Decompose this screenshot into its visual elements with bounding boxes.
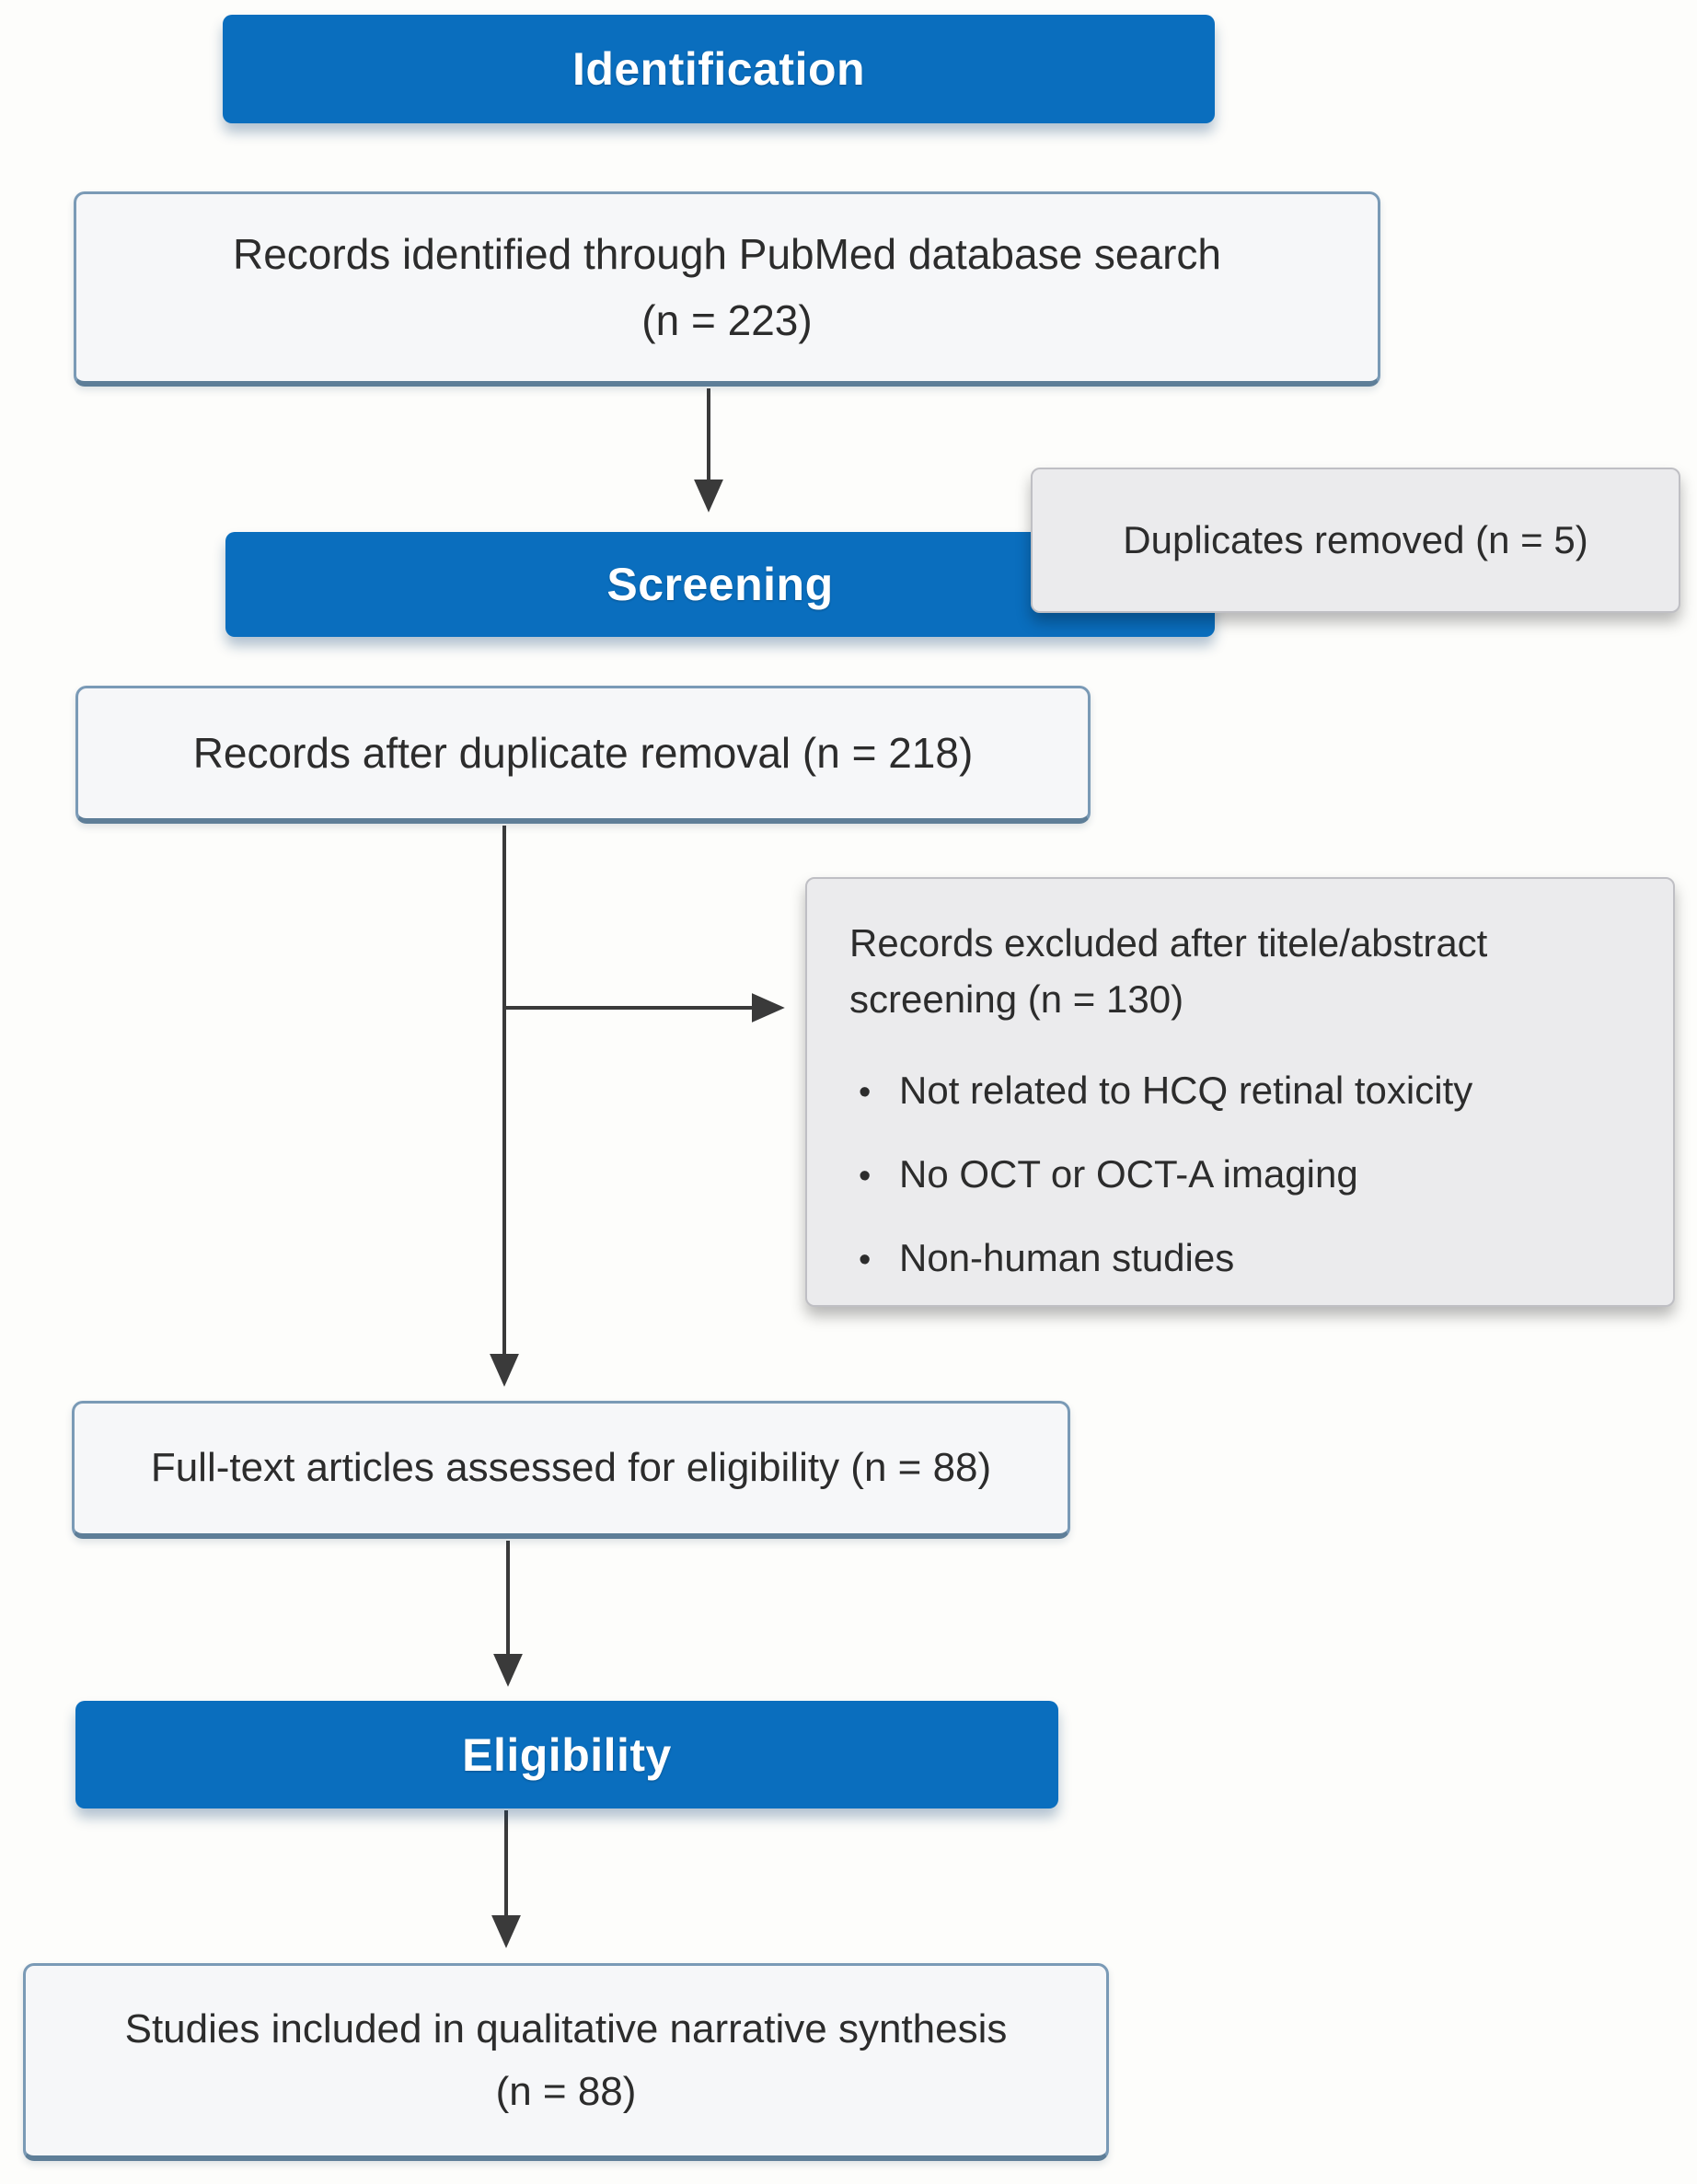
records-after-dedup-box: Records after duplicate removal (n = 218… bbox=[75, 686, 1091, 824]
included-studies-box: Studies included in qualitative narrativ… bbox=[23, 1963, 1109, 2161]
exclusion-reason-list: • Not related to HCQ retinal toxicity • … bbox=[849, 1063, 1631, 1287]
included-studies-text: Studies included in qualitative narrativ… bbox=[124, 2005, 1008, 2051]
stage-header-eligibility: Eligibility bbox=[75, 1701, 1058, 1808]
exclusion-reason-item: • Non-human studies bbox=[859, 1231, 1631, 1287]
records-identified-count: (n = 223) bbox=[641, 295, 813, 344]
records-excluded-title-line1: Records excluded after titele/abstract bbox=[849, 921, 1488, 965]
fulltext-assessed-box: Full-text articles assessed for eligibil… bbox=[72, 1401, 1070, 1539]
records-excluded-title-line2: screening (n = 130) bbox=[849, 976, 1184, 1021]
exclusion-reason-text: Not related to HCQ retinal toxicity bbox=[899, 1068, 1473, 1112]
exclusion-reason-item: • Not related to HCQ retinal toxicity bbox=[859, 1063, 1631, 1119]
stage-label-identification: Identification bbox=[571, 43, 866, 95]
exclusion-reason-text: Non-human studies bbox=[899, 1235, 1235, 1279]
exclusion-reason-text: No OCT or OCT-A imaging bbox=[899, 1151, 1358, 1196]
bullet-icon: • bbox=[859, 1156, 872, 1196]
included-studies-count: (n = 88) bbox=[495, 2069, 637, 2114]
stage-header-identification: Identification bbox=[223, 15, 1215, 123]
stage-label-screening: Screening bbox=[606, 559, 834, 610]
records-identified-box: Records identified through PubMed databa… bbox=[74, 191, 1380, 387]
records-excluded-box: Records excluded after titele/abstract s… bbox=[805, 877, 1675, 1307]
bullet-icon: • bbox=[859, 1240, 872, 1279]
records-identified-text: Records identified through PubMed databa… bbox=[232, 230, 1221, 279]
stage-label-eligibility: Eligibility bbox=[462, 1728, 672, 1781]
duplicates-removed-text: Duplicates removed (n = 5) bbox=[1123, 518, 1588, 561]
records-after-dedup-text: Records after duplicate removal (n = 218… bbox=[192, 728, 974, 777]
bullet-icon: • bbox=[859, 1072, 872, 1112]
fulltext-assessed-text: Full-text articles assessed for eligibil… bbox=[150, 1445, 992, 1491]
duplicates-removed-box: Duplicates removed (n = 5) bbox=[1031, 468, 1680, 613]
exclusion-reason-item: • No OCT or OCT-A imaging bbox=[859, 1147, 1631, 1203]
